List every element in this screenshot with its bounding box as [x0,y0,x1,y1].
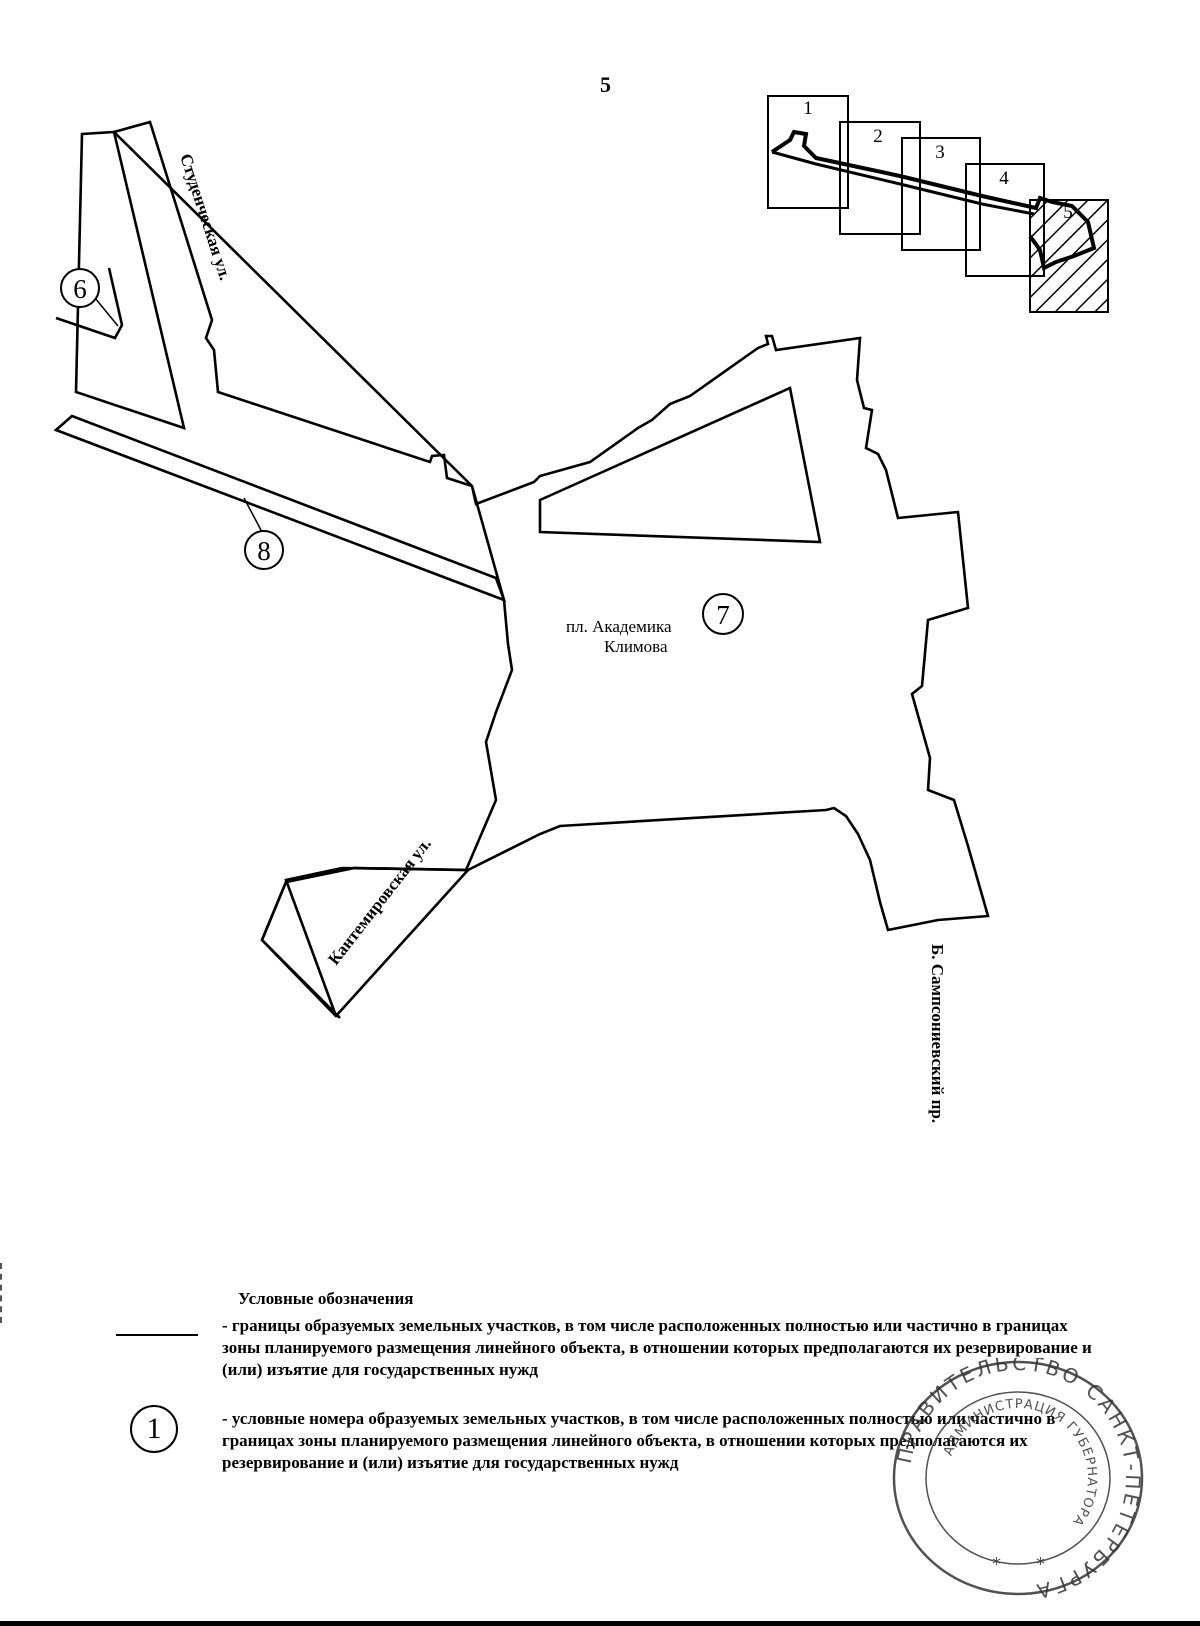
legend-boundary-line-symbol [116,1334,198,1336]
parcel-6-boundary [55,267,124,340]
legend-title: Условные обозначения [238,1289,414,1308]
parcel-6-marker [60,268,100,308]
inset-label-5: 5 [1063,202,1073,223]
svg-text:*: * [1036,1554,1045,1575]
svg-text:АДМИНИСТРАЦИЯ ГУБЕРНАТОРА: АДМИНИСТРАЦИЯ ГУБЕРНАТОРА [941,1397,1099,1529]
page-number: 5 [600,72,611,97]
parcel-7-label: 7 [716,600,730,630]
svg-text:ПРАВИТЕЛЬСТВО САНКТ-ПЕТЕРБУРГА: ПРАВИТЕЛЬСТВО САНКТ-ПЕТЕРБУРГА [892,1358,1145,1598]
inset-sheet-2 [839,121,921,235]
legend-number-text: - условные номера образуемых земельных у… [222,1409,1056,1472]
inset-sheet-4 [965,163,1045,277]
kantemirovskaya-wedge [260,866,471,1018]
key-map-inset: 1 2 3 4 5 [767,95,1109,313]
bottom-scan-edge [0,1621,1200,1626]
legend-number-symbol: 1 [130,1405,178,1453]
inset-label-2: 2 [873,126,883,147]
parcel-8-label: 8 [257,536,271,566]
street-label-kantemirovskaya: Кантемировская ул. [324,834,435,968]
street-label-studencheskaya: Студенческая ул. [176,151,235,282]
parcel-7-boundary [111,120,990,1019]
parcel-8-marker [244,530,284,570]
svg-text:*: * [992,1554,1001,1575]
inset-sheet-1 [767,95,849,209]
parcel-6-label: 6 [73,274,87,304]
street-label-sampsonievsky: Б. Сампсониевский пр. [928,944,947,1123]
legend-boundary-text: - границы образуемых земельных участков,… [222,1316,1092,1379]
inset-label-1: 1 [803,98,813,119]
parcel-8-boundary [53,414,507,603]
site-plan-map: 6 8 7 Студенческая ул. Кантемировская ул… [53,95,1109,1123]
scan-edge-mark [0,1263,5,1323]
official-seal: ПРАВИТЕЛЬСТВО САНКТ-ПЕТЕРБУРГА АДМИНИСТР… [892,1358,1145,1598]
inset-label-3: 3 [935,142,945,163]
courtyard-boundary [538,386,822,544]
square-label-line1: пл. Академика [566,617,672,636]
inset-label-4: 4 [999,168,1009,189]
parcel-7-marker [702,593,744,635]
square-label-line2: Климова [604,637,668,656]
